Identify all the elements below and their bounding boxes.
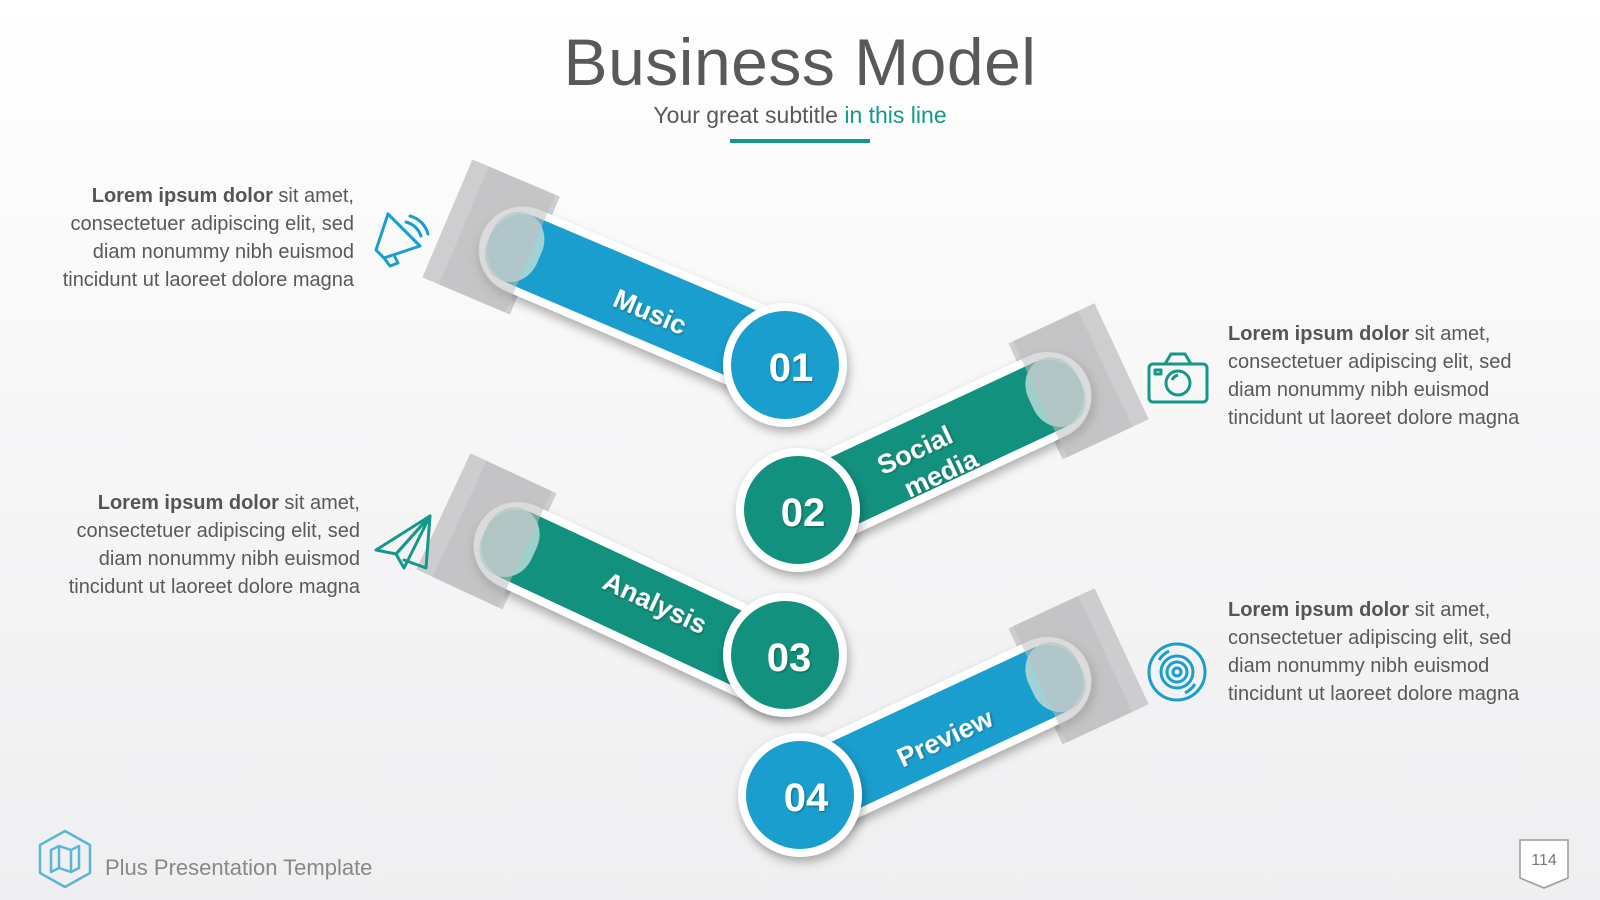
step-03-tape-overlay <box>432 460 552 608</box>
megaphone-icon <box>374 212 430 268</box>
description-3-first: sit amet, <box>278 492 360 514</box>
map-icon <box>38 829 92 889</box>
slide-title: Business Model <box>563 25 1037 99</box>
step-02-circle <box>744 456 852 564</box>
description-2: Lorem ipsum dolor sit amet, consectetuer… <box>1228 320 1588 432</box>
camera-icon <box>1147 352 1209 404</box>
step-03-circle <box>731 601 839 709</box>
description-4-line-4: tincidunt ut laoreet dolore magna <box>1228 683 1520 705</box>
subtitle-main: Your great subtitle <box>653 102 845 128</box>
step-04-tape-overlay <box>1013 595 1133 743</box>
description-1-first: sit amet, <box>272 185 354 207</box>
description-3-bold: Lorem ipsum dolor <box>97 492 279 514</box>
description-3-line-2: consectetuer adipiscing elit, sed <box>76 520 361 542</box>
description-1-line-3: diam nonummy nibh euismod <box>92 241 354 263</box>
description-3-line-3: diam nonummy nibh euismod <box>98 548 360 570</box>
description-2-line-3: diam nonummy nibh euismod <box>1228 379 1490 401</box>
step-02: 02 Social media <box>736 303 1149 572</box>
description-4-line-2: consectetuer adipiscing elit, sed <box>1228 627 1512 649</box>
step-04-number: 04 <box>784 776 829 820</box>
step-01: 01 Music <box>422 159 847 427</box>
description-1: Lorem ipsum dolor sit amet, consectetuer… <box>0 182 354 294</box>
page-number: 114 <box>1531 852 1557 869</box>
description-2-first: sit amet, <box>1409 323 1491 345</box>
description-4-bold: Lorem ipsum dolor <box>1228 599 1410 621</box>
description-2-line-4: tincidunt ut laoreet dolore magna <box>1228 407 1520 429</box>
description-1-line-2: consectetuer adipiscing elit, sed <box>70 213 355 235</box>
description-1-line-4: tincidunt ut laoreet dolore magna <box>62 269 354 291</box>
page-number-badge <box>1519 839 1569 889</box>
step-02-tape-overlay <box>1013 310 1133 458</box>
footer-template-name: Plus Presentation Template <box>105 855 373 880</box>
subtitle-highlight: in this line <box>844 102 947 128</box>
step-03-number: 03 <box>767 636 812 680</box>
description-4-line-3: diam nonummy nibh euismod <box>1228 655 1490 677</box>
description-4-first: sit amet, <box>1409 599 1491 621</box>
description-1-bold: Lorem ipsum dolor <box>91 185 273 207</box>
subtitle-underline <box>730 139 870 143</box>
paper-plane-icon <box>374 514 432 570</box>
description-3-line-4: tincidunt ut laoreet dolore magna <box>68 576 360 598</box>
description-4: Lorem ipsum dolor sit amet, consectetuer… <box>1228 596 1588 708</box>
description-3: Lorem ipsum dolor sit amet, consectetuer… <box>0 489 360 601</box>
step-02-number: 02 <box>781 491 826 535</box>
description-2-line-2: consectetuer adipiscing elit, sed <box>1228 351 1512 373</box>
disc-icon <box>1147 642 1207 702</box>
step-03: 03 Analysis <box>416 453 847 717</box>
step-01-tape-overlay <box>438 166 556 313</box>
slide-subtitle: Your great subtitle in this line <box>0 102 1600 129</box>
step-04-circle <box>746 741 854 849</box>
step-01-circle <box>731 311 839 419</box>
description-2-bold: Lorem ipsum dolor <box>1228 323 1410 345</box>
step-01-number: 01 <box>769 346 814 390</box>
step-04: 04 Preview <box>738 588 1149 857</box>
